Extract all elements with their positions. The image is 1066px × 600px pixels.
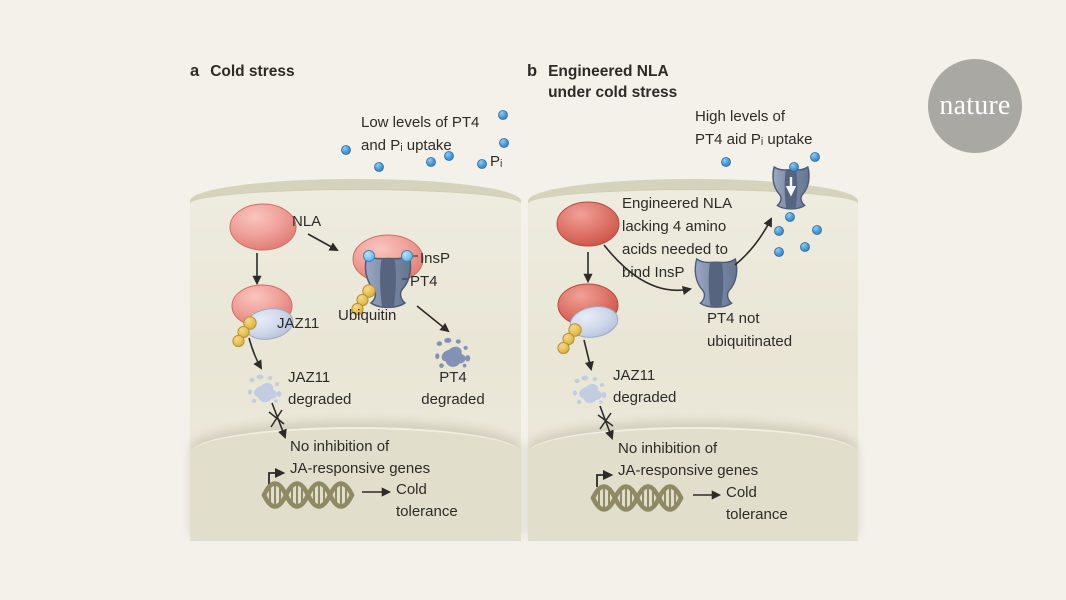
blocked-arrow-b (597, 405, 614, 440)
arrow-pt4-to-degraded-a (416, 305, 450, 333)
panel-b-title: b Engineered NLA under cold stress (527, 61, 677, 103)
label-nla-a: NLA (292, 213, 322, 230)
jaz11-degraded-blobs-b (573, 375, 607, 405)
dna-helix-b (593, 487, 681, 510)
arrow-jaz-to-degraded-a (248, 337, 263, 370)
transcription-start-arrow-b (596, 469, 614, 487)
nla-jaz11-complex-a (231, 284, 294, 348)
pt4-degraded-blobs-a (435, 337, 471, 368)
pt4-membrane-transporter-b (772, 162, 810, 210)
panel-b-title-text: Engineered NLA under cold stress (548, 63, 678, 101)
panel-a-title-text: Cold stress (210, 63, 295, 80)
arrow-jaz-to-degraded-b (583, 339, 594, 372)
panel-b-nucleus (528, 427, 858, 541)
panel-a-tag: a (190, 62, 200, 80)
label-cold-tolerance-b: Cold tolerance (726, 484, 788, 523)
insp-molecule-left (363, 250, 375, 262)
transcription-start-arrow-a (268, 467, 286, 485)
panel-a-nucleus (190, 427, 521, 541)
label-jaz11-degraded-b: JAZ11 degraded (613, 367, 677, 406)
label-pi: Pᵢ (490, 153, 503, 170)
nature-logo: nature (928, 59, 1022, 153)
label-ubiquitin-a: Ubiquitin (338, 307, 397, 324)
blocked-arrow-a (268, 402, 287, 439)
arrow-nla-to-pt4-a (307, 233, 339, 252)
ubiquitin-chain-jaz-b (557, 323, 582, 355)
label-high-levels: High levels of PT4 aid Pᵢ uptake (695, 108, 813, 148)
pi-dot-entering (789, 162, 799, 172)
label-pt4-degraded-a: PT4 degraded (421, 369, 485, 408)
arrow-pt4-to-membrane-b (734, 217, 772, 266)
nla-protein-a (229, 203, 297, 251)
label-jaz11-a: JAZ11 (277, 315, 320, 332)
nature-logo-text: nature (939, 90, 1011, 121)
jaz11-degraded-blobs-a (248, 374, 282, 404)
label-no-inhibition-a: No inhibition of JA-responsive genes (290, 438, 431, 477)
panel-a-title: a Cold stress (190, 61, 295, 82)
arrow-nla-to-pt4-b (603, 244, 693, 295)
label-insp-a: InsP (420, 250, 451, 267)
label-no-inhibition-b: No inhibition of JA-responsive genes (618, 440, 759, 479)
dna-helix-a (264, 484, 352, 507)
label-pt4-a: PT4 (410, 273, 438, 290)
label-engineered-nla: Engineered NLA lacking 4 amino acids nee… (622, 195, 733, 281)
label-pt4-not-ubiquitinated: PT4 not ubiquitinated (707, 310, 793, 350)
nla-jaz11-complex-b (557, 283, 619, 355)
pi-dots-b-inside (774, 212, 822, 257)
pi-dots-b-outside (721, 152, 820, 167)
label-cold-tolerance-a: Cold tolerance (396, 481, 458, 520)
pt4-nla-complex-a (351, 234, 424, 316)
label-low-levels: Low levels of PT4 and Pᵢ uptake (361, 114, 480, 154)
panel-b-tag: b (527, 62, 538, 80)
label-jaz11-degraded-a: JAZ11 degraded (288, 369, 352, 408)
engineered-nla-protein-b (556, 201, 620, 247)
pi-dots-a (341, 110, 509, 172)
insp-molecule-right (401, 250, 413, 262)
